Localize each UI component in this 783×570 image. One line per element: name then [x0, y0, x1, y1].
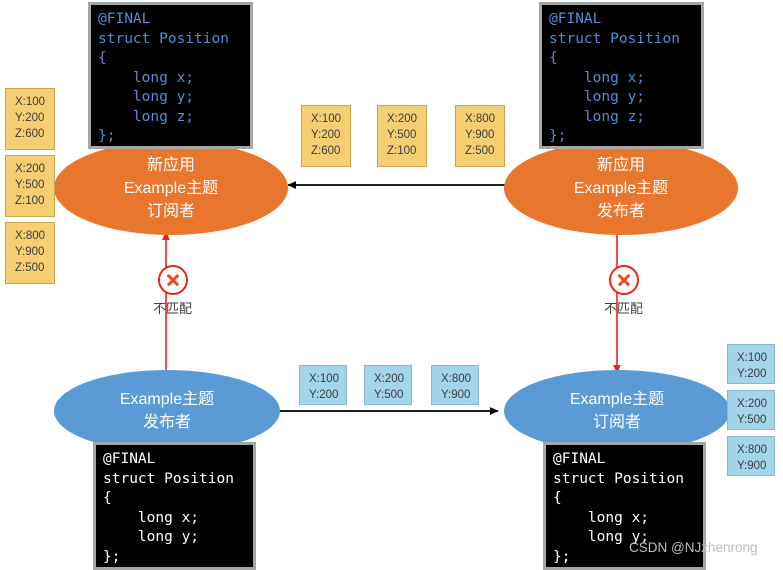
chip-right-2: X:200 Y:500 — [727, 390, 775, 430]
chip-bottom-middle-1: X:100 Y:200 — [299, 365, 347, 405]
code-block-top-right: @FINAL struct Position { long x; long y;… — [539, 2, 704, 149]
node-bottom-left-example-publisher[interactable]: Example主题 发布者 — [54, 370, 280, 452]
chip-right-3: X:800 Y:900 — [727, 436, 775, 476]
node-top-left-new-app-subscriber[interactable]: 新应用 Example主题 订阅者 — [54, 141, 288, 235]
mismatch-label: 不匹配 — [153, 301, 193, 316]
node-line: 订阅者 — [592, 414, 641, 431]
code-block-bottom-left: @FINAL struct Position { long x; long y;… — [93, 442, 256, 570]
node-line: 发布者 — [142, 414, 191, 431]
mismatch-badge-left: 不匹配 — [153, 265, 192, 317]
node-line: 订阅者 — [146, 202, 195, 220]
chip-left-2: X:200 Y:500 Z:100 — [5, 155, 55, 217]
chip-top-middle-3: X:800 Y:900 Z:500 — [455, 105, 505, 167]
mismatch-badge-right: 不匹配 — [604, 265, 643, 317]
code-block-bottom-right: @FINAL struct Position { long x; long y;… — [543, 442, 706, 570]
node-line: 新应用 — [596, 156, 645, 174]
chip-left-1: X:100 Y:200 Z:600 — [5, 88, 55, 150]
node-top-right-new-app-publisher[interactable]: 新应用 Example主题 发布者 — [504, 141, 738, 235]
chip-right-1: X:100 Y:200 — [727, 344, 775, 384]
chip-bottom-middle-2: X:200 Y:500 — [364, 365, 412, 405]
circle-cross-icon — [157, 265, 188, 295]
node-bottom-right-example-subscriber[interactable]: Example主题 订阅者 — [504, 370, 730, 452]
chip-top-middle-1: X:100 Y:200 Z:600 — [301, 105, 351, 167]
code-block-top-left: @FINAL struct Position { long x; long y;… — [88, 2, 253, 149]
chip-bottom-middle-3: X:800 Y:900 — [431, 365, 479, 405]
node-line: 新应用 — [146, 156, 195, 174]
chip-top-middle-2: X:200 Y:500 Z:100 — [377, 105, 427, 167]
circle-cross-icon — [608, 265, 639, 295]
chip-left-3: X:800 Y:900 Z:500 — [5, 222, 55, 284]
node-line: Example主题 — [569, 391, 665, 408]
node-line: Example主题 — [119, 391, 215, 408]
node-line: Example主题 — [123, 179, 219, 197]
mismatch-label: 不匹配 — [604, 301, 644, 316]
node-line: 发布者 — [596, 202, 645, 220]
watermark-csdn: CSDN @NJzhenrong — [629, 540, 758, 555]
node-line: Example主题 — [573, 179, 669, 197]
